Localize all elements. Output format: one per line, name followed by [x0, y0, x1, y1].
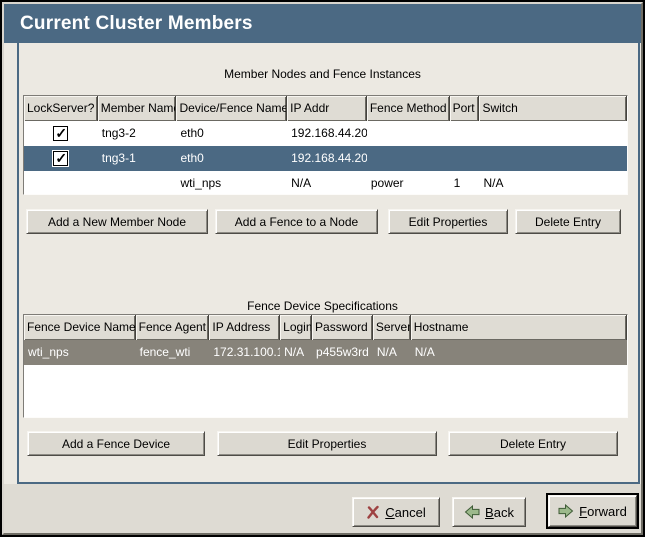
- wizard-action-bar: [4, 484, 641, 533]
- page-title: Current Cluster Members: [20, 13, 253, 34]
- cell: N/A: [284, 345, 305, 359]
- cancel-label: Cancel: [385, 504, 426, 520]
- forward-label: Forward: [579, 503, 627, 519]
- cell: 172.31.100.1: [213, 345, 281, 359]
- cell: 192.168.44.201: [291, 151, 367, 165]
- cell: wti_nps: [180, 176, 222, 190]
- column-header-login[interactable]: Login: [280, 315, 313, 340]
- cell: N/A: [414, 345, 435, 359]
- column-header-password[interactable]: Password: [312, 315, 373, 340]
- cell: eth0: [180, 126, 204, 140]
- table-row[interactable]: tng3-2 eth0 192.168.44.202: [24, 121, 627, 146]
- fence-edit-properties-button[interactable]: Edit Properties: [217, 431, 437, 456]
- cell: [24, 146, 98, 171]
- column-header-ip-address[interactable]: IP Address: [209, 315, 281, 340]
- cell: fence_wti: [139, 345, 191, 359]
- cell: N/A: [291, 176, 312, 190]
- column-header-port[interactable]: Port: [449, 96, 480, 121]
- column-header-fence-method[interactable]: Fence Method: [366, 96, 450, 121]
- member-delete-entry-button[interactable]: Delete Entry: [515, 209, 621, 234]
- back-label: Back: [485, 504, 514, 520]
- back-button[interactable]: Back: [452, 497, 526, 527]
- column-header-fence-device-name[interactable]: Fence Device Name: [24, 315, 136, 340]
- member-edit-properties-button[interactable]: Edit Properties: [388, 209, 508, 234]
- column-header-fence-agent[interactable]: Fence Agent: [135, 315, 210, 340]
- lockserver-checkbox[interactable]: [52, 146, 70, 171]
- cell: p455w3rd: [316, 345, 369, 359]
- cell: 1: [453, 176, 461, 190]
- cancel-x-icon: [366, 505, 380, 519]
- cell: eth0: [180, 151, 204, 165]
- column-header-hostname[interactable]: Hostname: [410, 315, 627, 340]
- cell: [98, 171, 177, 194]
- cell: [450, 146, 480, 171]
- default-button-ring: Forward: [546, 493, 639, 529]
- column-header-ip-addr[interactable]: IP Addr: [287, 96, 367, 121]
- forward-button[interactable]: Forward: [548, 495, 637, 527]
- column-header-switch[interactable]: Switch: [479, 96, 627, 121]
- cancel-button[interactable]: Cancel: [352, 497, 440, 527]
- column-header-server[interactable]: Server: [372, 315, 411, 340]
- column-header-member-name[interactable]: Member Name: [97, 96, 177, 121]
- cell: 192.168.44.202: [291, 126, 367, 140]
- title-bar: Current Cluster Members: [4, 4, 641, 43]
- add-fence-to-node-button[interactable]: Add a Fence to a Node: [215, 209, 378, 234]
- cell: [367, 146, 450, 171]
- cell: N/A: [483, 176, 504, 190]
- forward-arrow-icon: [558, 504, 574, 518]
- cell: [479, 146, 627, 171]
- lockserver-checkbox[interactable]: [53, 121, 69, 146]
- cell: wti_nps: [28, 345, 69, 359]
- cell: power: [370, 176, 404, 190]
- fence-table-label: Fence Device Specifications: [247, 299, 398, 313]
- table-row[interactable]: tng3-1 eth0 192.168.44.201: [24, 146, 627, 171]
- back-arrow-icon: [464, 505, 480, 519]
- cell: tng3-2: [101, 126, 136, 140]
- table-row[interactable]: wti_nps N/A power 1 N/A: [24, 171, 627, 194]
- cell: [367, 121, 450, 146]
- fence-delete-entry-button[interactable]: Delete Entry: [448, 431, 618, 456]
- cell: [24, 171, 98, 194]
- column-header-lockserver-[interactable]: LockServer?: [24, 96, 98, 121]
- add-member-node-button[interactable]: Add a New Member Node: [26, 209, 208, 234]
- cell: [479, 121, 627, 146]
- add-fence-device-button[interactable]: Add a Fence Device: [27, 431, 205, 456]
- column-header-device-fence-name[interactable]: Device/Fence Name: [176, 96, 288, 121]
- cell: [450, 121, 480, 146]
- cell: N/A: [376, 345, 397, 359]
- member-table-label: Member Nodes and Fence Instances: [224, 67, 421, 81]
- cell: tng3-1: [101, 151, 136, 165]
- content-panel: [17, 43, 640, 484]
- cell: [24, 121, 98, 146]
